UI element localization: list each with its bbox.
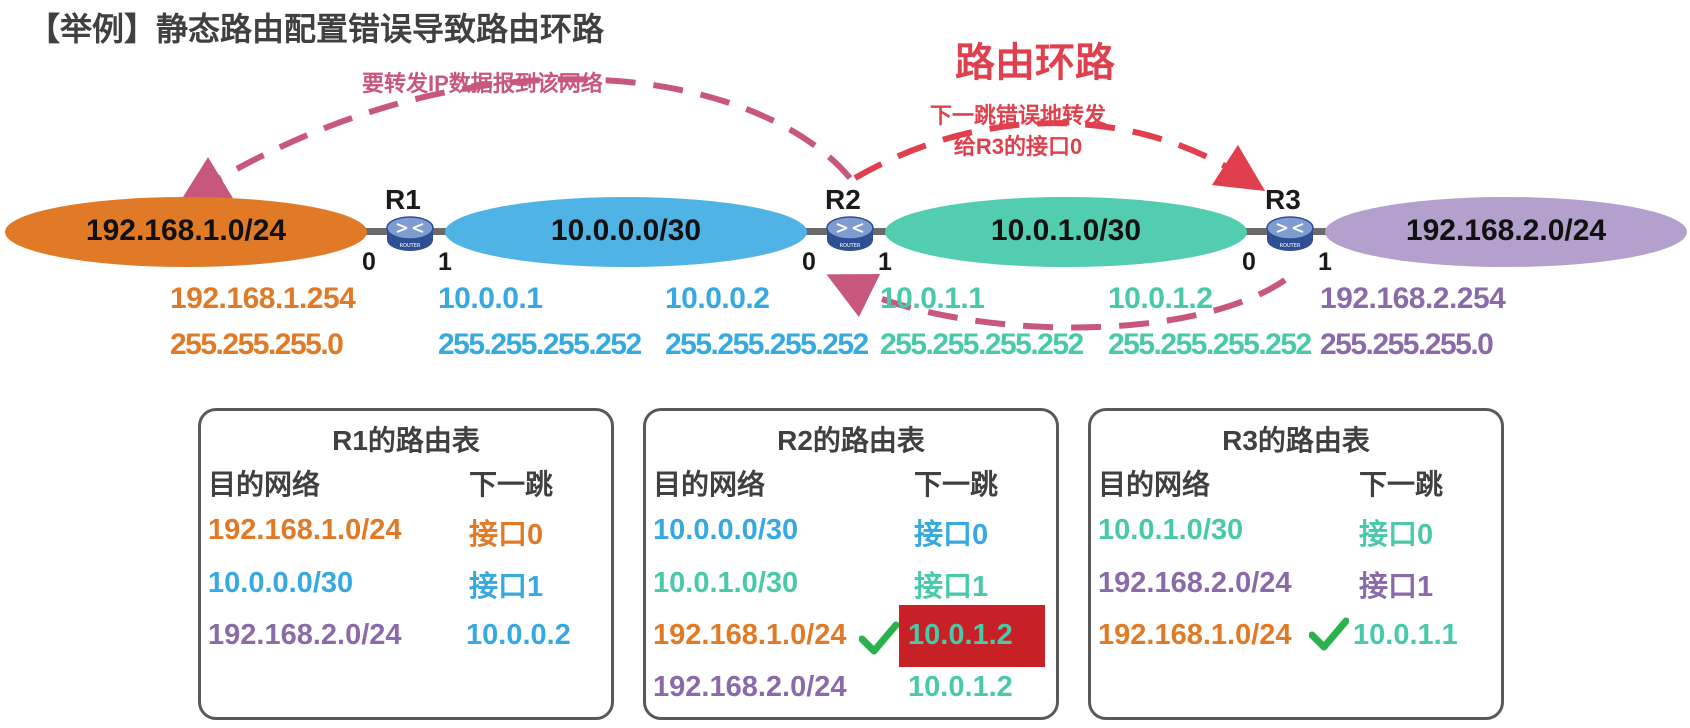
router-r3[interactable]: ROUTER xyxy=(1265,212,1315,254)
col-dest-header: 目的网络 xyxy=(653,469,766,500)
col-dest-header: 目的网络 xyxy=(208,469,321,500)
svg-text:ROUTER: ROUTER xyxy=(840,243,861,249)
check-icon xyxy=(859,621,899,655)
route-dest: 10.0.0.0/30 xyxy=(653,514,799,546)
network-label: 192.168.1.0/24 xyxy=(85,214,287,247)
arrow-wrong-next-hop xyxy=(853,120,1266,192)
network-label: 10.0.0.0/30 xyxy=(550,214,702,247)
arrow-loop-back xyxy=(826,274,1287,331)
route-next-hop: 10.0.1.2 xyxy=(908,619,1013,651)
wrong-next-hop-line-1: 下一跳错误地转发 xyxy=(930,103,1107,128)
route-next-hop: 接口1 xyxy=(1359,571,1434,603)
page-title: 【举例】静态路由配置错误导致路由环路 xyxy=(28,11,605,47)
routing-table-r2: R2的路由表 目的网络 下一跳 10.0.0.0/30 接口0 10.0.1.0… xyxy=(643,408,1059,720)
route-next-hop: 10.0.1.1 xyxy=(1353,619,1458,651)
interface-mask: 255.255.255.252 xyxy=(880,328,1084,361)
route-next-hop: 10.0.0.2 xyxy=(466,619,571,651)
route-dest: 192.168.2.0/24 xyxy=(653,671,847,703)
route-dest: 10.0.0.0/30 xyxy=(208,567,354,599)
network-10-0-1-0 xyxy=(885,197,1247,267)
router-label-r1: R1 xyxy=(385,184,421,215)
wrong-next-hop-line-2: 给R3的接口0 xyxy=(953,134,1083,159)
route-dest: 192.168.1.0/24 xyxy=(208,514,402,546)
route-dest: 192.168.1.0/24 xyxy=(1098,619,1292,651)
routing-table-r3: R3的路由表 目的网络 下一跳 10.0.1.0/30 接口0 192.168.… xyxy=(1088,408,1504,720)
routing-loop-label: 路由环路 xyxy=(955,41,1115,85)
port-label: 0 xyxy=(802,248,816,276)
interface-mask: 255.255.255.0 xyxy=(170,328,344,361)
port-label: 0 xyxy=(1242,248,1256,276)
svg-text:ROUTER: ROUTER xyxy=(1280,243,1301,249)
router-label-r2: R2 xyxy=(825,184,861,215)
table-title: R2的路由表 xyxy=(777,425,925,456)
port-label: 1 xyxy=(438,248,452,276)
col-next-header: 下一跳 xyxy=(914,469,999,500)
port-label: 1 xyxy=(878,248,892,276)
forward-annotation: 要转发IP数据报到该网络 xyxy=(362,71,603,96)
interface-ip: 10.0.1.1 xyxy=(880,282,985,315)
port-label: 0 xyxy=(362,248,376,276)
interface-mask: 255.255.255.252 xyxy=(438,328,642,361)
interface-ip: 10.0.0.1 xyxy=(438,282,543,315)
col-dest-header: 目的网络 xyxy=(1098,469,1211,500)
check-icon xyxy=(1309,617,1349,651)
col-next-header: 下一跳 xyxy=(469,469,554,500)
route-next-hop: 接口0 xyxy=(469,519,544,551)
arrow-forward-to-network xyxy=(179,76,853,203)
table-title: R1的路由表 xyxy=(332,425,480,456)
interface-ip: 10.0.1.2 xyxy=(1108,282,1213,315)
network-10-0-0-0 xyxy=(445,197,807,267)
router-icon: ROUTER xyxy=(386,216,434,251)
route-next-hop: 10.0.1.2 xyxy=(908,671,1013,703)
interface-ip: 192.168.2.254 xyxy=(1320,282,1506,315)
router-icon: ROUTER xyxy=(826,216,874,251)
network-192-168-1-0 xyxy=(5,197,367,267)
route-dest: 10.0.1.0/30 xyxy=(653,567,799,599)
router-r1[interactable]: ROUTER xyxy=(385,212,435,254)
route-dest: 192.168.2.0/24 xyxy=(1098,567,1292,599)
interface-mask: 255.255.255.252 xyxy=(665,328,869,361)
wrong-next-hop-annotation: 下一跳错误地转发 给R3的接口0 xyxy=(930,100,1106,162)
route-dest: 192.168.1.0/24 xyxy=(653,619,847,651)
col-next-header: 下一跳 xyxy=(1359,469,1444,500)
network-label: 192.168.2.0/24 xyxy=(1405,214,1607,247)
network-192-168-2-0 xyxy=(1325,197,1687,267)
router-icon: ROUTER xyxy=(1266,216,1314,251)
interface-ip: 192.168.1.254 xyxy=(170,282,356,315)
route-next-hop: 接口1 xyxy=(914,571,989,603)
wrong-route-highlight xyxy=(899,605,1045,667)
interface-mask: 255.255.255.252 xyxy=(1108,328,1312,361)
interface-mask: 255.255.255.0 xyxy=(1320,328,1494,361)
table-title: R3的路由表 xyxy=(1222,425,1370,456)
router-r2[interactable]: ROUTER xyxy=(825,212,875,254)
interface-ip: 10.0.0.2 xyxy=(665,282,770,315)
svg-text:ROUTER: ROUTER xyxy=(400,243,421,249)
route-dest: 10.0.1.0/30 xyxy=(1098,514,1244,546)
route-next-hop: 接口1 xyxy=(469,571,544,603)
route-next-hop: 接口0 xyxy=(914,519,989,551)
port-label: 1 xyxy=(1318,248,1332,276)
router-label-r3: R3 xyxy=(1265,184,1301,215)
routing-table-r1: R1的路由表 目的网络 下一跳 192.168.1.0/24 接口0 10.0.… xyxy=(198,408,614,720)
route-next-hop: 接口0 xyxy=(1359,519,1434,551)
network-label: 10.0.1.0/30 xyxy=(990,214,1142,247)
route-dest: 192.168.2.0/24 xyxy=(208,619,402,651)
